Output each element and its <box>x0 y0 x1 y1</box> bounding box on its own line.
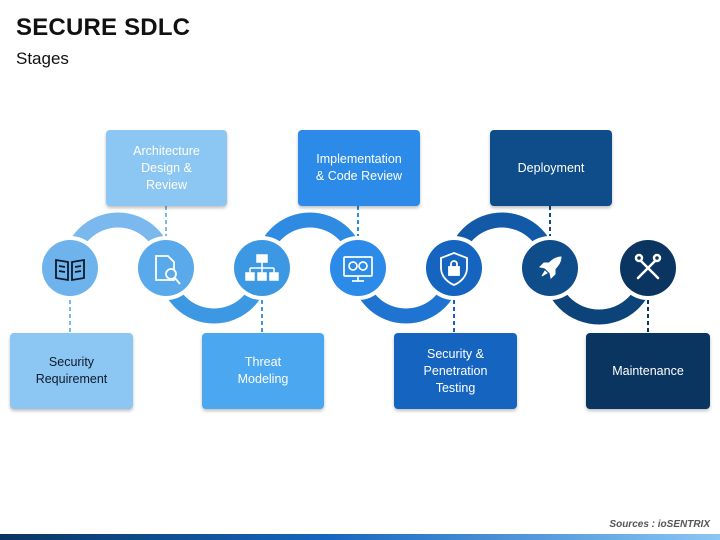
stage-box-deployment: Deployment <box>490 130 612 206</box>
shield-lock-icon <box>440 252 468 286</box>
book-icon <box>55 258 85 282</box>
page-title: SECURE SDLC <box>16 14 191 41</box>
page-subtitle: Stages <box>16 49 69 68</box>
source-credit: Sources : ioSENTRIX <box>609 519 710 530</box>
tools-icon <box>634 253 662 280</box>
stage-node-6 <box>518 236 582 300</box>
stage-node-7 <box>616 236 680 300</box>
stage-node-2 <box>134 236 198 300</box>
stage-node-4 <box>326 236 390 300</box>
document-search-icon <box>155 255 181 285</box>
stage-box-security-requirement: Security Requirement <box>10 333 133 409</box>
stage-box-threat-modeling: Threat Modeling <box>202 333 324 409</box>
footer-bar <box>0 534 720 540</box>
stage-box-architecture-design-review: Architecture Design & Review <box>106 130 227 206</box>
code-review-icon <box>343 256 373 282</box>
stage-box-maintenance: Maintenance <box>586 333 710 409</box>
stage-box-implementation-code-review: Implementation & Code Review <box>298 130 420 206</box>
stage-box-security-penetration-testing: Security & Penetration Testing <box>394 333 517 409</box>
rocket-icon <box>538 256 562 280</box>
hierarchy-icon <box>245 254 279 281</box>
stage-node-5 <box>422 236 486 300</box>
stage-node-3 <box>230 236 294 300</box>
stage-node-1 <box>38 236 102 300</box>
